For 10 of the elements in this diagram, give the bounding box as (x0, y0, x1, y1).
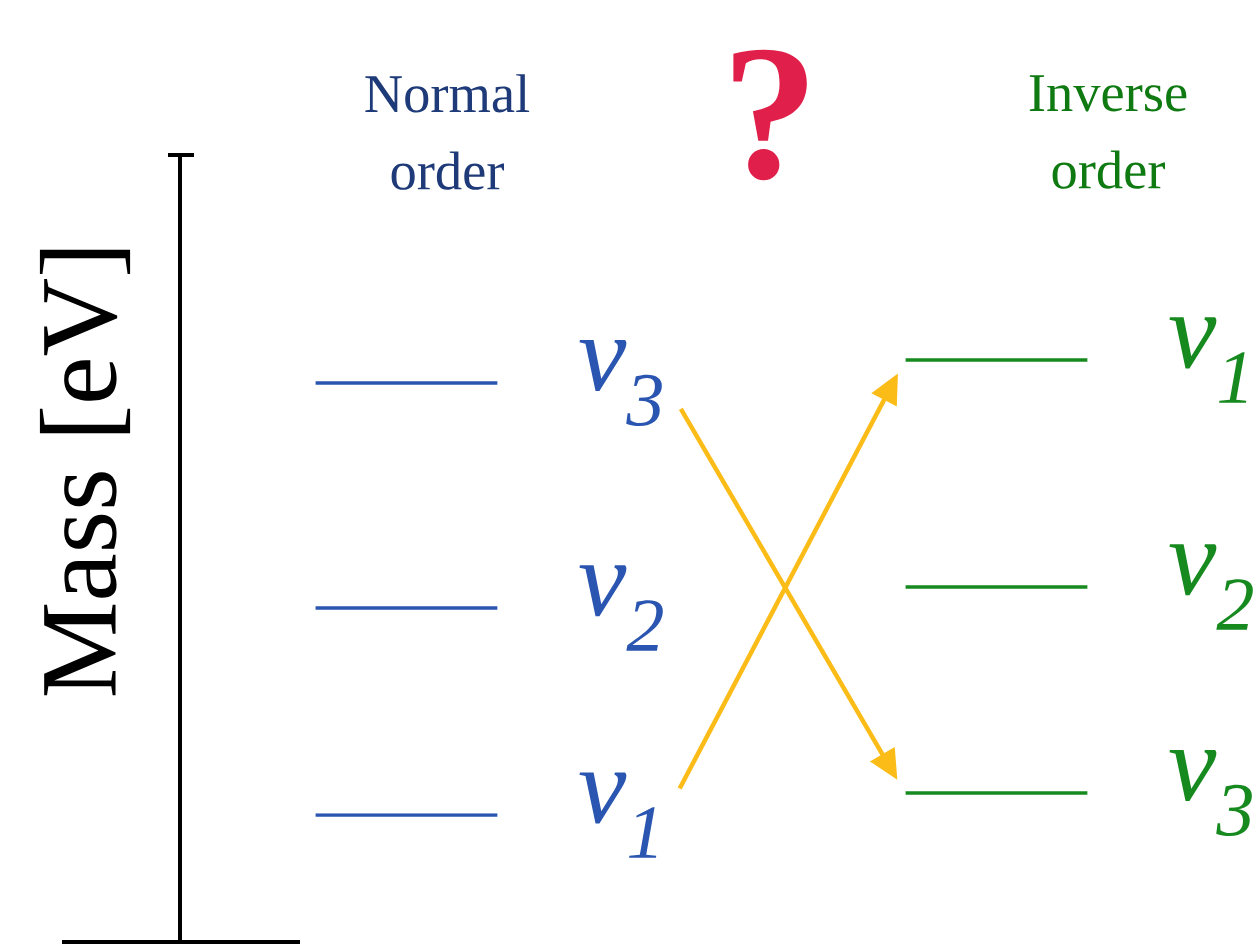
column-heading: Normal order (365, 74, 530, 190)
question-mark: ? (733, 49, 807, 181)
energy-level: ν$_{2}$ (315, 565, 663, 651)
column-heading: Inverse order (1029, 75, 1187, 189)
energy-level: ν$_{3}$ (315, 339, 662, 427)
energy-level: ν$_{2}$ (905, 544, 1253, 630)
energy-level: ν$_{1}$ (315, 772, 657, 858)
energy-level: ν$_{1}$ (905, 317, 1247, 403)
energy-level: ν$_{3}$ (905, 749, 1252, 837)
axis-label: Mass [eV] (39, 249, 131, 696)
